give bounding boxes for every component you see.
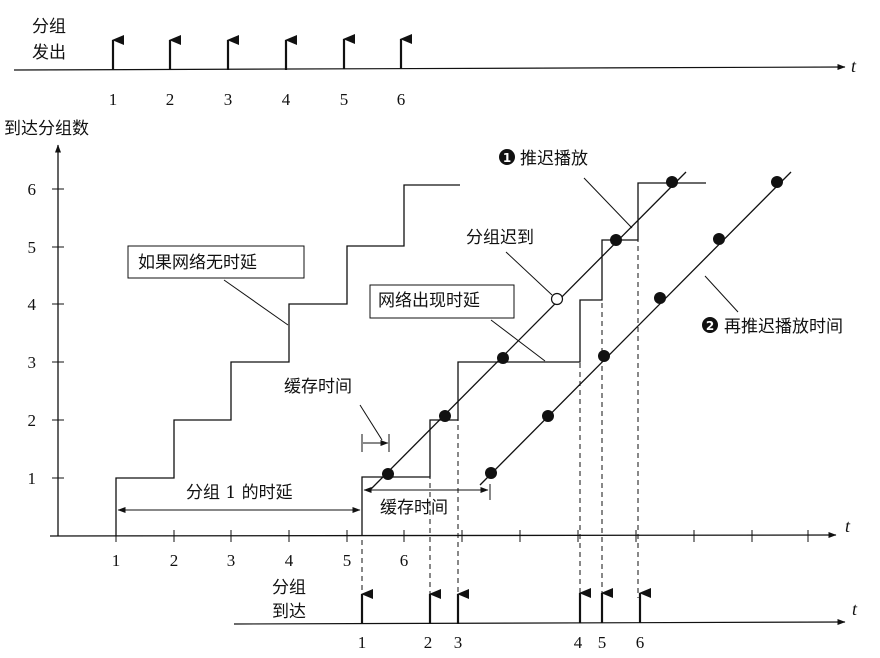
playout2-badge: [702, 317, 718, 333]
send-tick-label: 5: [340, 90, 349, 109]
playout2-num: 2: [706, 319, 714, 333]
playout1-badge: [499, 149, 515, 165]
network-delay-staircase: [361, 182, 706, 536]
late-packet-point: [550, 292, 564, 306]
x-tick-label: 1: [112, 551, 121, 570]
arrival-tick-label: 6: [636, 633, 645, 652]
playout-line-2: [479, 171, 792, 486]
send-axis-line: [13, 64, 846, 71]
arrival-axis-t-label: t: [852, 599, 858, 619]
y-tick-label: 4: [28, 295, 37, 314]
late-packet-label: 分组迟到: [466, 228, 534, 248]
x-tick-label: 3: [227, 551, 236, 570]
network-delay-box: [369, 284, 515, 319]
arrival-timeline: 分组 到达 t 1 2 3 4 5 6: [233, 578, 858, 652]
arrival-tick-label: 2: [424, 633, 433, 652]
y-tick-label: 3: [28, 353, 37, 372]
send-label-line2: 发出: [32, 43, 66, 63]
x-tick-label: 4: [285, 551, 294, 570]
main-plot: 到达分组数 t 1 2 3 4 5 6: [4, 119, 851, 598]
y-tick-label: 1: [28, 469, 37, 488]
arrival-tick-label: 4: [574, 633, 583, 652]
playout1-num: 1: [503, 151, 511, 165]
arrival-tick-label: 5: [598, 633, 607, 652]
playout1-label: 推迟播放: [520, 149, 588, 169]
arrival-axis-line: [233, 619, 846, 626]
send-tick-label: 3: [224, 90, 233, 109]
playout2-label: 再推迟播放时间: [724, 317, 843, 337]
no-delay-label: 如果网络无时延: [138, 253, 257, 273]
network-delay-label: 网络出现时延: [378, 291, 480, 311]
packet1-delay-label: 分组 1 的时延: [186, 483, 293, 503]
x-axis-t-label: t: [845, 516, 851, 536]
no-delay-box: [127, 245, 305, 279]
arrival-label-line2: 到达: [272, 602, 306, 622]
y-tick-label: 6: [28, 180, 37, 199]
send-tick-label: 2: [166, 90, 175, 109]
send-tick-label: 1: [109, 90, 118, 109]
arrival-tick-label: 3: [454, 633, 463, 652]
arrival-tick-label: 1: [358, 633, 367, 652]
late-packet-leader: [505, 251, 553, 296]
send-tick-label: 6: [397, 90, 406, 109]
playout-line-1: [369, 171, 687, 491]
no-delay-staircase: [115, 184, 460, 536]
send-axis-t-label: t: [851, 56, 857, 76]
no-delay-leader: [223, 279, 289, 326]
y-tick-label: 5: [28, 238, 37, 257]
y-ticks: [52, 188, 64, 479]
buffer-time-top-label: 缓存时间: [284, 377, 352, 397]
y-tick-label: 2: [28, 411, 37, 430]
arrival-label-line1: 分组: [272, 578, 306, 598]
playout2-leader: [704, 275, 739, 313]
y-axis-title: 到达分组数: [4, 119, 89, 139]
x-tick-label: 5: [343, 551, 352, 570]
arrival-dash-lines: [361, 183, 639, 598]
buffer-time-bottom-label: 缓存时间: [380, 498, 448, 518]
x-tick-label: 2: [170, 551, 179, 570]
send-label-line1: 分组: [32, 17, 66, 37]
playout-points-1: [382, 176, 678, 480]
send-tick-label: 4: [282, 90, 291, 109]
x-axis-line: [49, 532, 837, 539]
x-tick-label: 6: [400, 551, 409, 570]
playout-points-2: [485, 176, 783, 479]
send-timeline: 分组 发出 t 1 2 3 4 5 6: [13, 17, 857, 109]
playout1-leader: [583, 177, 633, 229]
